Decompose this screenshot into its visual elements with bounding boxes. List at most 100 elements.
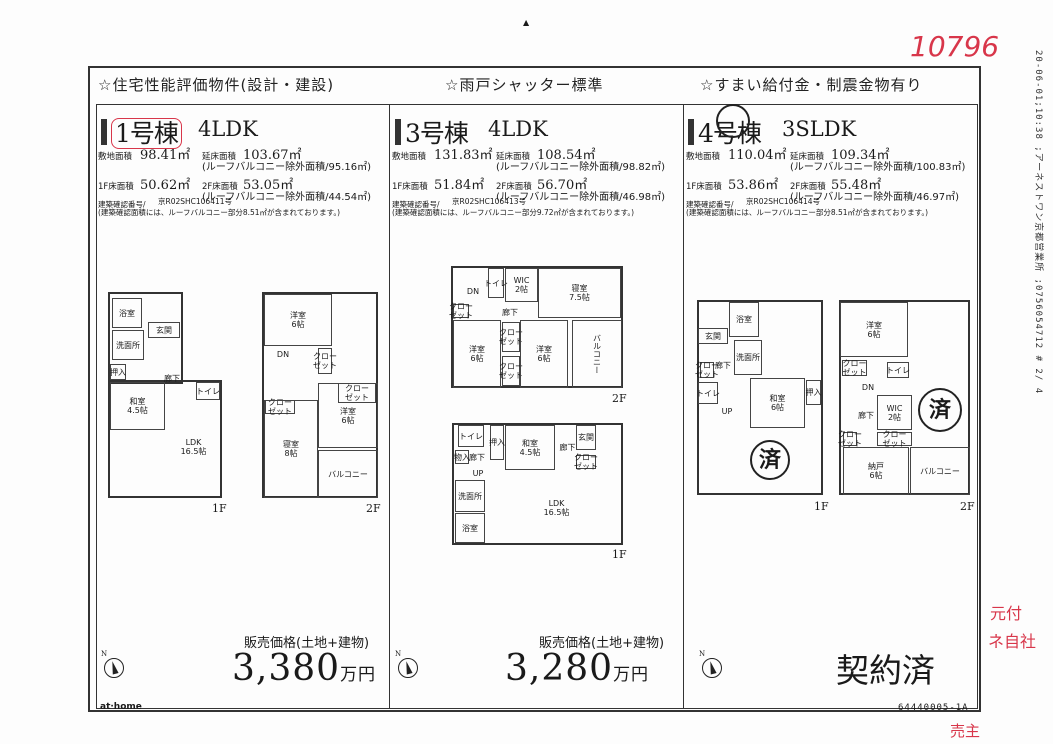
room-label: 洋室 6帖 (840, 302, 908, 357)
room-label: クロー ゼット (877, 430, 912, 448)
room-label: 押入 (489, 425, 505, 460)
north-label: N (699, 650, 706, 658)
f2-area-note: (ルーフバルコニー除外面積/46.98㎡) (496, 192, 665, 203)
room-label: トイレ (458, 425, 484, 447)
room-label: 洋室 6帖 (318, 383, 378, 448)
price-value: 3,380万円 (232, 648, 376, 689)
room-label: 納戸 6帖 (843, 447, 909, 495)
room-label: トイレ (696, 382, 720, 404)
room-label: UP (721, 406, 733, 416)
floor-area-label: 延床面積 (790, 152, 825, 162)
f1-area-label: 1F床面積 (98, 182, 134, 192)
permit-number: 京R02SHC106414号 (746, 197, 821, 206)
f1-area-value: 53.86㎡ (728, 178, 779, 193)
floor-label: 2F (960, 500, 975, 513)
room-label: 廊下 (715, 360, 731, 370)
room-label: WIC 2帖 (877, 395, 912, 430)
floor-label: 2F (612, 392, 627, 405)
f2-area-value: 53.05㎡ (243, 178, 294, 193)
room-label: クロー ゼット (313, 348, 337, 374)
room-label: 玄関 (148, 322, 180, 338)
room-label: クロー ゼット (499, 356, 523, 386)
room-label: DN (861, 382, 875, 392)
unit-name: 3号棟 (405, 119, 469, 148)
room-label: DN (466, 286, 480, 296)
handwritten-note: ネ自社 (988, 632, 1037, 651)
banner-shutter: ☆雨戸シャッター標準 (445, 76, 604, 94)
f2-area-note: (ルーフバルコニー除外面積/44.54㎡) (202, 192, 371, 203)
room-label: UP (472, 468, 484, 478)
room-label: トイレ (196, 382, 220, 400)
f1-area-label: 1F床面積 (392, 182, 428, 192)
room-label: トイレ (484, 268, 508, 298)
floor-area-label: 延床面積 (496, 152, 531, 162)
floor-area-label: 延床面積 (202, 152, 237, 162)
north-label: N (101, 650, 108, 658)
room-label: 浴室 (455, 513, 485, 543)
site-area-value: 131.83㎡ (434, 148, 493, 163)
room-label: 寝室 7.5帖 (538, 268, 621, 318)
floor-label: 1F (612, 548, 627, 561)
permit-label: 建築確認番号/ (98, 200, 146, 209)
floor-plan-outline (108, 380, 222, 498)
floor-area-note: (ルーフバルコニー除外面積/98.82㎡) (496, 162, 665, 173)
permit-label: 建築確認番号/ (392, 200, 440, 209)
f1-area-value: 51.84㎡ (434, 178, 485, 193)
room-label: WIC 2帖 (505, 268, 538, 302)
unit-title: 1号棟 (101, 114, 182, 150)
room-label: クロー ゼット (574, 453, 598, 471)
room-label: 玄関 (698, 328, 728, 344)
price-amount: 3,280 (505, 648, 614, 689)
floor-label: 1F (814, 500, 829, 513)
room-label: バルコニー (910, 447, 970, 495)
room-label: DN (276, 349, 290, 359)
sold-stamp-icon: 済 (750, 440, 790, 480)
north-label: N (395, 650, 402, 658)
price-label: 販売価格(土地+建物) (244, 636, 370, 651)
handwritten-note: 元付 (990, 604, 1023, 623)
north-arrow-icon: N (699, 650, 722, 678)
room-label: バルコニー (318, 450, 378, 498)
contract-status: 契約済 (836, 651, 935, 690)
permit-label: 建築確認番号/ (686, 200, 734, 209)
permit-number: 京R02SHC106411号 (158, 197, 233, 206)
room-label: 洗面所 (734, 340, 762, 375)
north-arrow-icon: N (395, 650, 418, 678)
site-area-value: 98.41㎡ (140, 148, 191, 163)
f2-area-value: 56.70㎡ (537, 178, 588, 193)
room-label: クロー ゼット (842, 359, 867, 377)
room-label: 洋室 6帖 (453, 320, 501, 388)
floor-area-note: (ルーフバルコニー除外面積/95.16㎡) (202, 162, 371, 173)
floor-plan-outline (108, 292, 183, 384)
room-label: LDK 16.5帖 (543, 498, 570, 517)
banner-subsidy: ☆すまい給付金・制震金物有り (700, 76, 923, 94)
room-label: バルコニー (572, 320, 622, 388)
price-unit: 万円 (340, 665, 377, 685)
document-code: 64440005-1A (898, 703, 969, 713)
price-amount: 3,380 (232, 648, 341, 689)
room-label: 押入 (110, 364, 126, 380)
price-value: 3,280万円 (505, 648, 649, 689)
fax-header: 20-06-01;10:38 ;アーネストワン京都営業所 ;0756054712… (1033, 50, 1043, 395)
permit-note: (建築確認面積には、ルーフバルコニー部分8.51㎡が含まれております。) (98, 208, 340, 217)
room-label: 浴室 (112, 298, 142, 328)
room-label: 押入 (806, 380, 822, 405)
permit-note: (建築確認面積には、ルーフバルコニー部分8.51㎡が含まれております。) (686, 208, 928, 217)
room-label: 玄関 (576, 425, 596, 450)
room-label: クロー ゼット (449, 302, 473, 320)
room-label: 洗面所 (455, 480, 485, 512)
room-label: 廊下 (858, 410, 874, 420)
unit-layout: 3SLDK (782, 117, 857, 141)
f2-area-value: 55.48㎡ (831, 178, 882, 193)
room-label: 和室 4.5帖 (110, 382, 165, 430)
site-area-value: 110.04㎡ (728, 148, 787, 163)
permit-number: 京R02SHC106413号 (452, 197, 527, 206)
sold-stamp-icon (716, 104, 750, 138)
room-label: 廊下 (559, 443, 576, 452)
handwritten-number: 10796 (910, 30, 1000, 63)
room-label: 寝室 8帖 (264, 400, 318, 498)
permit-note: (建築確認面積には、ルーフバルコニー部分9.72㎡が含まれております。) (392, 208, 634, 217)
floor-area-value: 108.54㎡ (537, 148, 596, 163)
room-label: 浴室 (729, 302, 759, 337)
unit-name: 1号棟 (111, 118, 182, 149)
